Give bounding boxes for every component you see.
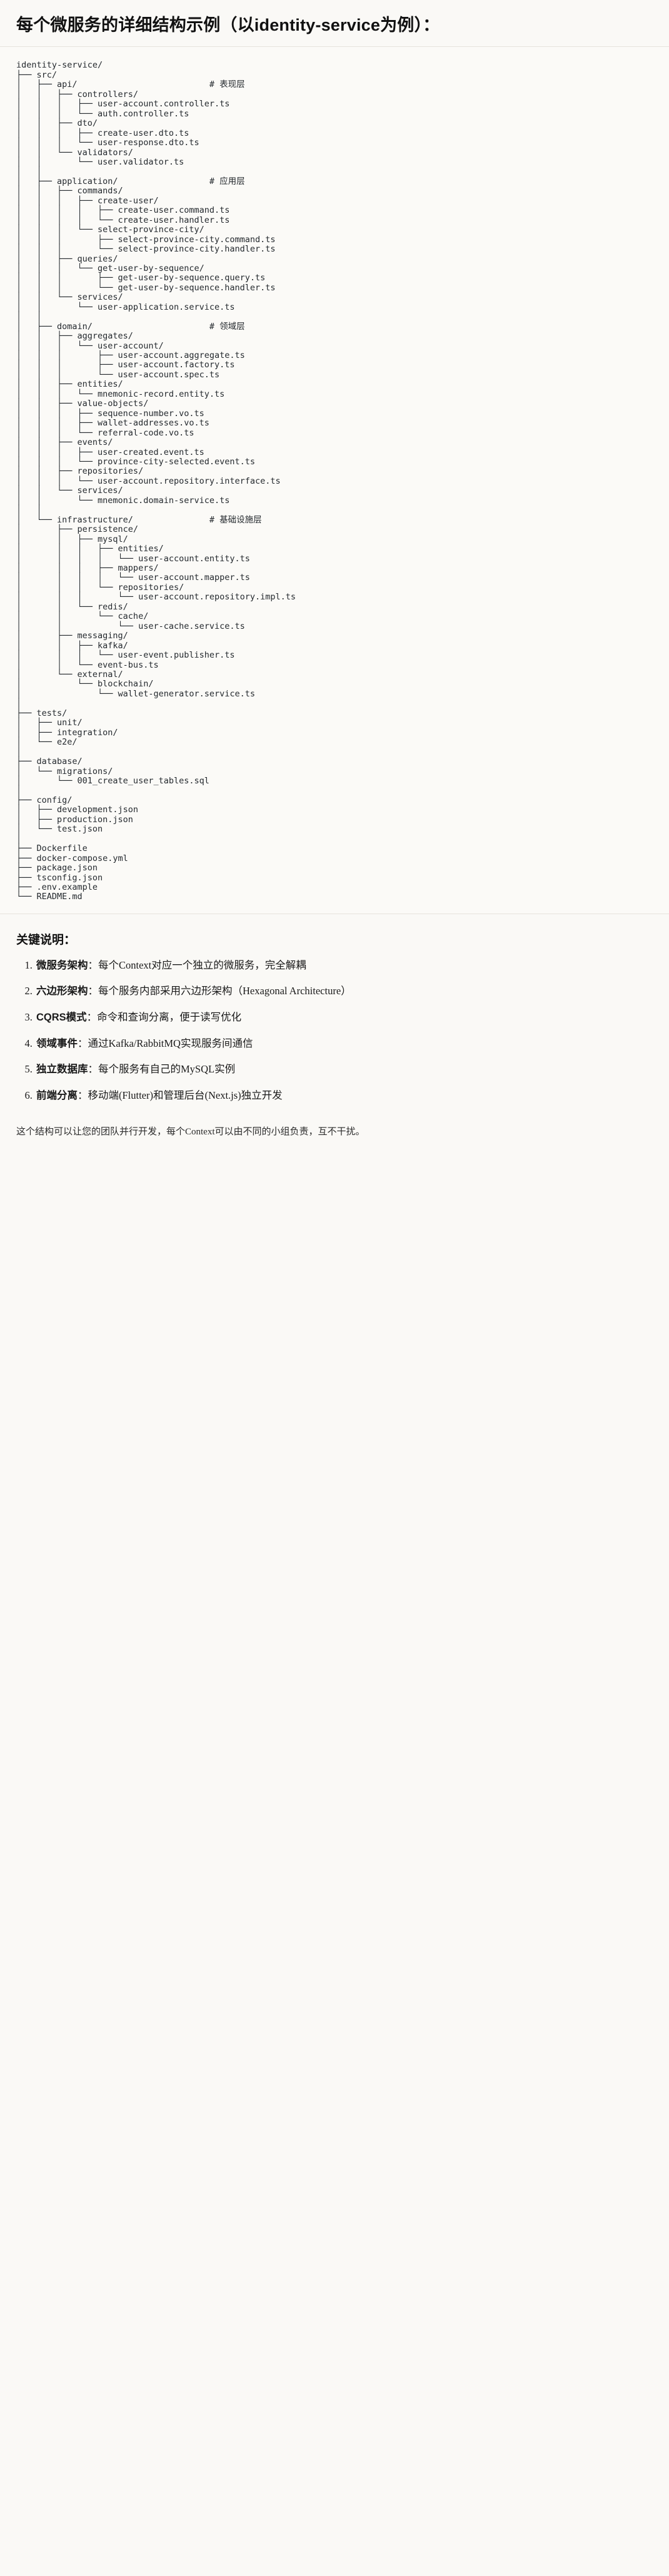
key-point-rest: ：每个Context对应一个独立的微服务，完全解耦 xyxy=(88,959,306,971)
key-point-lead: 六边形架构 xyxy=(36,985,88,997)
key-point-lead: 领域事件 xyxy=(36,1037,78,1049)
list-item: 微服务架构：每个Context对应一个独立的微服务，完全解耦 xyxy=(35,957,653,974)
list-item: 六边形架构：每个服务内部采用六边形架构（Hexagonal Architectu… xyxy=(35,983,653,1000)
directory-tree: identity-service/ ├── src/ │ ├── api/ # … xyxy=(16,60,296,902)
list-item: 领域事件：通过Kafka/RabbitMQ实现服务间通信 xyxy=(35,1036,653,1052)
key-point-lead: 独立数据库 xyxy=(36,1064,88,1076)
key-point-rest: ：命令和查询分离，便于读写优化 xyxy=(86,1011,242,1023)
key-point-lead: 微服务架构 xyxy=(36,959,88,971)
document-page: 每个微服务的详细结构示例（以identity-service为例）： ident… xyxy=(0,0,669,1156)
key-point-rest: ：移动端(Flutter)和管理后台(Next.js)独立开发 xyxy=(78,1089,283,1101)
directory-tree-codeblock: identity-service/ ├── src/ │ ├── api/ # … xyxy=(0,47,669,914)
key-points-list: 微服务架构：每个Context对应一个独立的微服务，完全解耦 六边形架构：每个服… xyxy=(16,957,653,1104)
key-points-heading: 关键说明： xyxy=(16,933,76,947)
key-points-section: 关键说明： 微服务架构：每个Context对应一个独立的微服务，完全解耦 六边形… xyxy=(0,913,669,1117)
closing-paragraph: 这个结构可以让您的团队并行开发，每个Context可以由不同的小组负责，互不干扰… xyxy=(16,1127,365,1138)
list-item: 前端分离：移动端(Flutter)和管理后台(Next.js)独立开发 xyxy=(35,1087,653,1104)
list-item: CQRS模式：命令和查询分离，便于读写优化 xyxy=(35,1009,653,1026)
key-point-rest: ：通过Kafka/RabbitMQ实现服务间通信 xyxy=(78,1037,253,1049)
key-point-lead: CQRS模式 xyxy=(36,1011,87,1023)
page-title: 每个微服务的详细结构示例（以identity-service为例）： xyxy=(0,0,669,48)
key-point-rest: ：每个服务有自己的MySQL实例 xyxy=(88,1063,236,1076)
list-item: 独立数据库：每个服务有自己的MySQL实例 xyxy=(35,1061,653,1078)
key-point-rest: ：每个服务内部采用六边形架构（Hexagonal Architecture） xyxy=(88,985,351,997)
key-point-lead: 前端分离 xyxy=(36,1089,78,1101)
